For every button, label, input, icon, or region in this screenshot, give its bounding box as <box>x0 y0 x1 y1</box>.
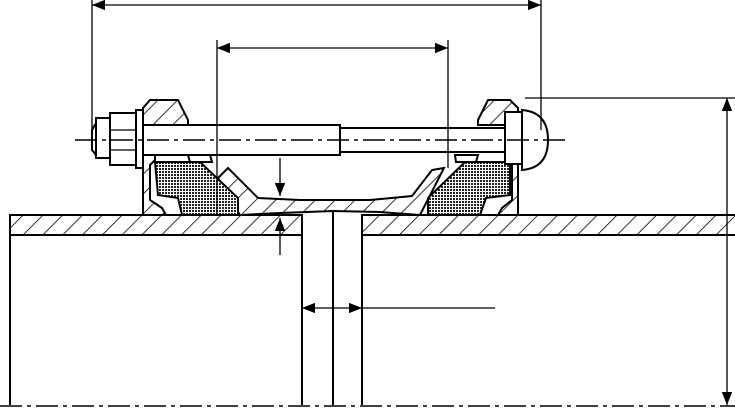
dimension-sleeve-length <box>216 40 449 215</box>
nut-face <box>95 117 111 159</box>
left-flange-lip <box>186 154 214 163</box>
right-gasket <box>427 161 511 216</box>
bolt-head-collar <box>504 111 523 165</box>
right-pipe <box>361 214 735 405</box>
washer <box>135 109 144 169</box>
nut-icon <box>109 112 137 166</box>
left-pipe <box>9 214 303 405</box>
right-flange-lip <box>453 154 480 163</box>
dimension-height <box>525 97 735 405</box>
dimension-overall-bolt <box>91 0 542 140</box>
center-sleeve <box>216 166 446 217</box>
